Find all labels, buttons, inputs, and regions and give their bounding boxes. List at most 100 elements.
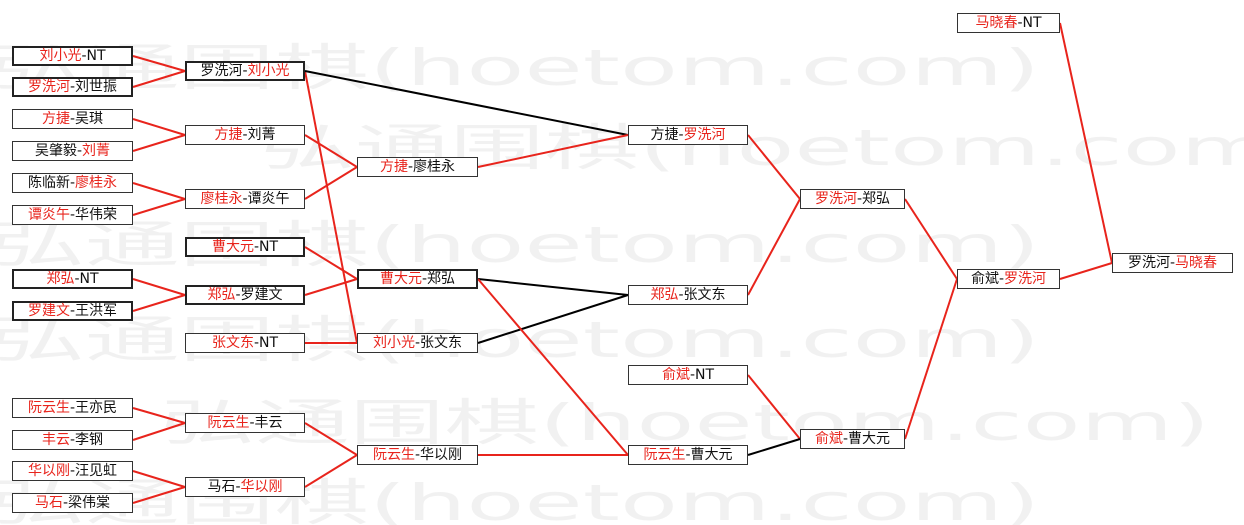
bracket-line xyxy=(304,70,629,136)
match-box: 阮云生-王亦民 xyxy=(12,398,133,418)
loser-name: 曹大元 xyxy=(848,431,891,447)
match-box: 张文东-NT xyxy=(185,333,305,353)
separator: - xyxy=(998,271,1005,287)
separator: - xyxy=(407,159,414,175)
loser-name: 刘世振 xyxy=(75,79,118,95)
bracket-line xyxy=(132,407,186,424)
bracket-line xyxy=(477,294,629,344)
loser-name: 吴肇毅 xyxy=(34,143,77,159)
loser-name: 张文东 xyxy=(683,287,726,303)
bracket-line xyxy=(1059,22,1113,264)
separator: - xyxy=(69,207,76,223)
bracket-line xyxy=(747,374,801,440)
winner-name: 阮云生 xyxy=(643,447,686,463)
match-box: 陈临新-廖桂永 xyxy=(12,173,133,193)
bracket-line xyxy=(304,278,358,296)
winner-name: 郑弘 xyxy=(46,271,75,287)
winner-name: 谭炎午 xyxy=(27,207,70,223)
loser-name: 梁伟棠 xyxy=(68,495,111,511)
match-box: 阮云生-曹大元 xyxy=(628,445,748,465)
winner-name: 阮云生 xyxy=(207,415,250,431)
bracket-line xyxy=(747,438,801,456)
bracket-line xyxy=(1059,262,1113,280)
separator: - xyxy=(253,335,260,351)
bracket-line xyxy=(132,294,186,312)
loser-name: 郑弘 xyxy=(862,191,891,207)
loser-name: 廖桂永 xyxy=(413,159,456,175)
bracket-line xyxy=(132,182,186,200)
winner-name: 罗洗河 xyxy=(27,79,70,95)
loser-name: 罗建文 xyxy=(240,287,283,303)
separator: - xyxy=(81,48,87,64)
loser-name: NT xyxy=(79,271,99,287)
winner-name: 刘小光 xyxy=(247,63,290,79)
winner-name: 方捷 xyxy=(214,127,243,143)
winner-name: 刘菁 xyxy=(82,143,111,159)
loser-name: 汪见虹 xyxy=(75,463,118,479)
loser-name: 王亦民 xyxy=(75,400,118,416)
match-box: 刘小光-张文东 xyxy=(357,333,478,353)
match-box: 俞斌-NT xyxy=(628,365,748,385)
bracket-line xyxy=(132,118,186,136)
match-box: 罗洗河-刘小光 xyxy=(185,61,305,81)
match-box: 方捷-罗洗河 xyxy=(628,125,748,145)
separator: - xyxy=(69,463,76,479)
match-box: 郑弘-张文东 xyxy=(628,285,748,305)
match-box: 方捷-廖桂永 xyxy=(357,157,478,177)
loser-name: NT xyxy=(86,48,106,64)
bracket-line xyxy=(132,486,186,504)
loser-name: 郑弘 xyxy=(427,271,456,287)
loser-name: 曹大元 xyxy=(690,447,733,463)
separator: - xyxy=(685,447,691,463)
winner-name: 华以刚 xyxy=(27,463,70,479)
match-box: 阮云生-丰云 xyxy=(185,413,305,433)
match-box: 刘小光-NT xyxy=(12,46,133,66)
bracket-line xyxy=(132,55,186,72)
winner-name: 曹大元 xyxy=(211,239,254,255)
separator: - xyxy=(69,111,76,127)
winner-name: 郑弘 xyxy=(650,287,679,303)
separator: - xyxy=(242,191,248,207)
bracket-line xyxy=(747,134,801,200)
separator: - xyxy=(76,143,83,159)
winner-name: 廖桂永 xyxy=(75,175,118,191)
separator: - xyxy=(1017,15,1023,31)
separator: - xyxy=(678,127,684,143)
match-box: 俞斌-罗洗河 xyxy=(957,269,1060,289)
loser-name: 吴琪 xyxy=(75,111,104,127)
match-box: 罗洗河-郑弘 xyxy=(800,189,905,209)
loser-name: NT xyxy=(259,239,279,255)
winner-name: 马石 xyxy=(34,495,63,511)
match-box: 马石-华以刚 xyxy=(185,477,305,497)
bracket-line xyxy=(304,454,358,488)
bracket-line xyxy=(904,278,958,440)
loser-name: 马石 xyxy=(207,479,236,495)
loser-name: 罗洗河 xyxy=(1127,255,1170,271)
winner-name: 刘小光 xyxy=(372,335,415,351)
separator: - xyxy=(242,127,248,143)
loser-name: NT xyxy=(695,367,715,383)
match-box: 郑弘-罗建文 xyxy=(185,285,305,305)
bracket-line xyxy=(132,422,186,441)
loser-name: 丰云 xyxy=(254,415,283,431)
separator: - xyxy=(253,239,260,255)
bracket-line xyxy=(132,470,186,488)
winner-name: 罗洗河 xyxy=(1004,271,1047,287)
separator: - xyxy=(235,287,241,303)
loser-name: 谭炎午 xyxy=(247,191,290,207)
loser-name: 刘菁 xyxy=(247,127,276,143)
separator: - xyxy=(414,447,421,463)
bracket-line xyxy=(477,278,629,456)
loser-name: NT xyxy=(259,335,279,351)
winner-name: 丰云 xyxy=(41,432,70,448)
separator: - xyxy=(421,271,428,287)
match-box: 罗建文-王洪军 xyxy=(12,301,133,321)
match-box: 曹大元-郑弘 xyxy=(357,269,478,289)
match-box: 方捷-吴琪 xyxy=(12,109,133,129)
match-box: 马晓春-NT xyxy=(957,13,1060,33)
winner-name: 阮云生 xyxy=(27,400,70,416)
loser-name: 华伟荣 xyxy=(75,207,118,223)
separator: - xyxy=(414,335,421,351)
winner-name: 阮云生 xyxy=(372,447,415,463)
